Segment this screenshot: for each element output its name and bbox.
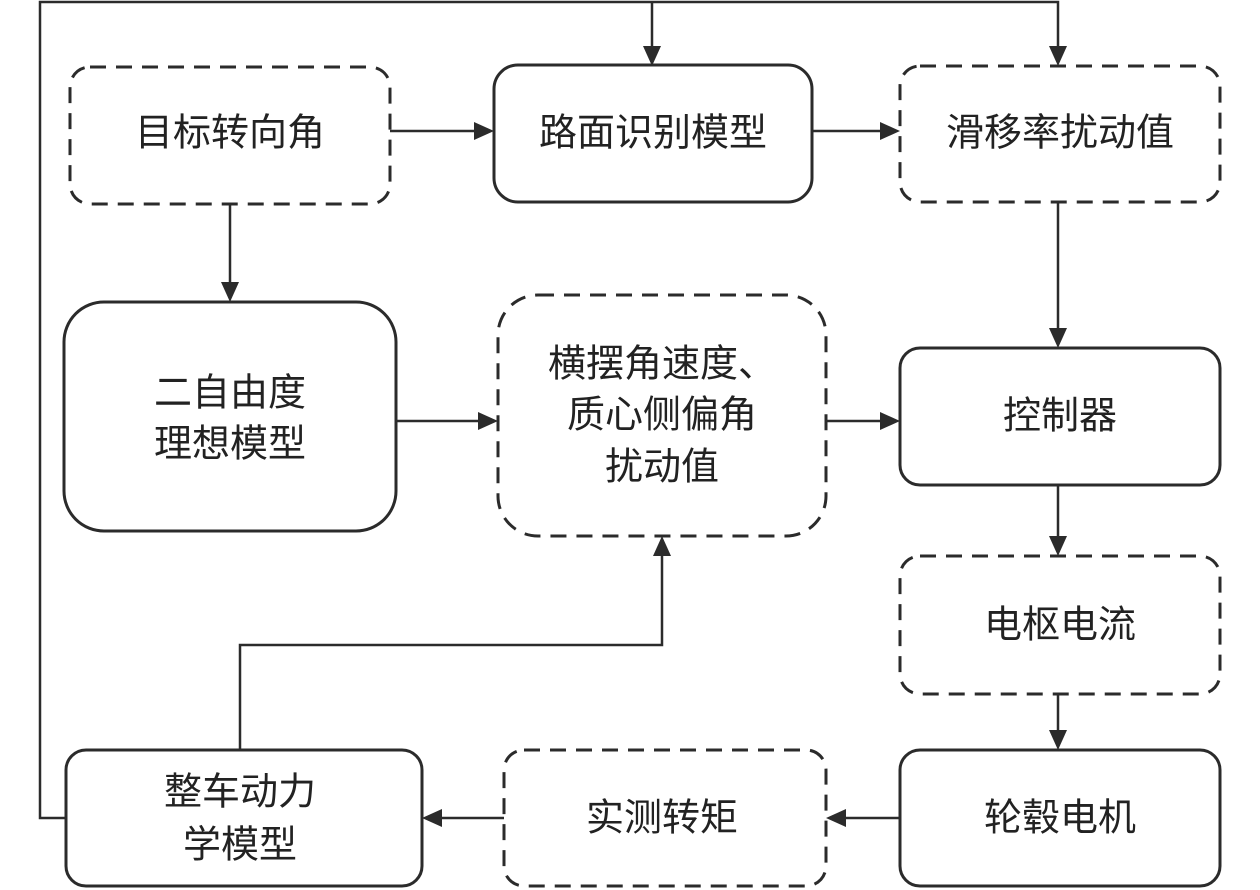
arrowhead-yaw-to-controller [880, 412, 900, 430]
arrowhead-steer-to-road [474, 122, 494, 140]
node-road-recognition-model: 路面识别模型 [492, 63, 814, 204]
arrowhead-current-to-motor [1049, 730, 1067, 750]
node-label: 目标转向角 [135, 111, 325, 155]
node-yaw-sideslip-disturbance: 横摆角速度、 质心侧偏角 扰动值 [496, 293, 828, 538]
node-target-steering-angle: 目标转向角 [68, 65, 392, 206]
arrowhead-steer-to-2dof [221, 282, 239, 302]
arrowhead-vehicle-to-yaw [653, 536, 671, 556]
arrowhead-motor-to-torque [826, 809, 846, 827]
arrowhead-2dof-to-yaw [478, 412, 498, 430]
node-label-line-2: 理想模型 [154, 422, 306, 466]
node-controller: 控制器 [898, 346, 1222, 487]
vehicle-to-yaw-line [238, 552, 664, 750]
node-hub-motor: 轮毂电机 [898, 748, 1222, 888]
node-label-line-1: 横摆角速度、 [548, 342, 776, 386]
node-label-line-1: 整车动力 [164, 770, 316, 814]
node-label-line-1: 二自由度 [154, 371, 306, 415]
arrowhead-to-slip-ratio [1049, 46, 1067, 66]
node-two-dof-ideal-model: 二自由度 理想模型 [62, 300, 398, 533]
node-label-line-2: 质心侧偏角 [567, 393, 757, 437]
arrowhead-slip-to-controller [1049, 328, 1067, 348]
node-label: 滑移率扰动值 [946, 111, 1174, 155]
node-label: 路面识别模型 [539, 111, 767, 155]
node-vehicle-dynamics-model: 整车动力 学模型 [64, 748, 424, 888]
node-label-line-3: 扰动值 [605, 445, 719, 489]
node-label: 实测转矩 [586, 796, 738, 840]
node-armature-current: 电枢电流 [898, 554, 1222, 696]
node-slip-ratio-disturbance: 滑移率扰动值 [898, 64, 1222, 204]
node-measured-torque: 实测转矩 [502, 748, 828, 888]
feedback-loop-line [38, 0, 1060, 820]
node-label: 轮毂电机 [984, 796, 1136, 840]
arrowhead-road-to-slip [880, 122, 900, 140]
connectors [38, 0, 1067, 827]
arrowhead-controller-to-current [1049, 536, 1067, 556]
node-label: 电枢电流 [984, 603, 1136, 647]
arrowhead-torque-to-vehicle [422, 809, 442, 827]
arrowhead-to-road-model [643, 46, 661, 66]
node-label-line-2: 学模型 [183, 823, 297, 867]
node-label: 控制器 [1003, 394, 1117, 438]
